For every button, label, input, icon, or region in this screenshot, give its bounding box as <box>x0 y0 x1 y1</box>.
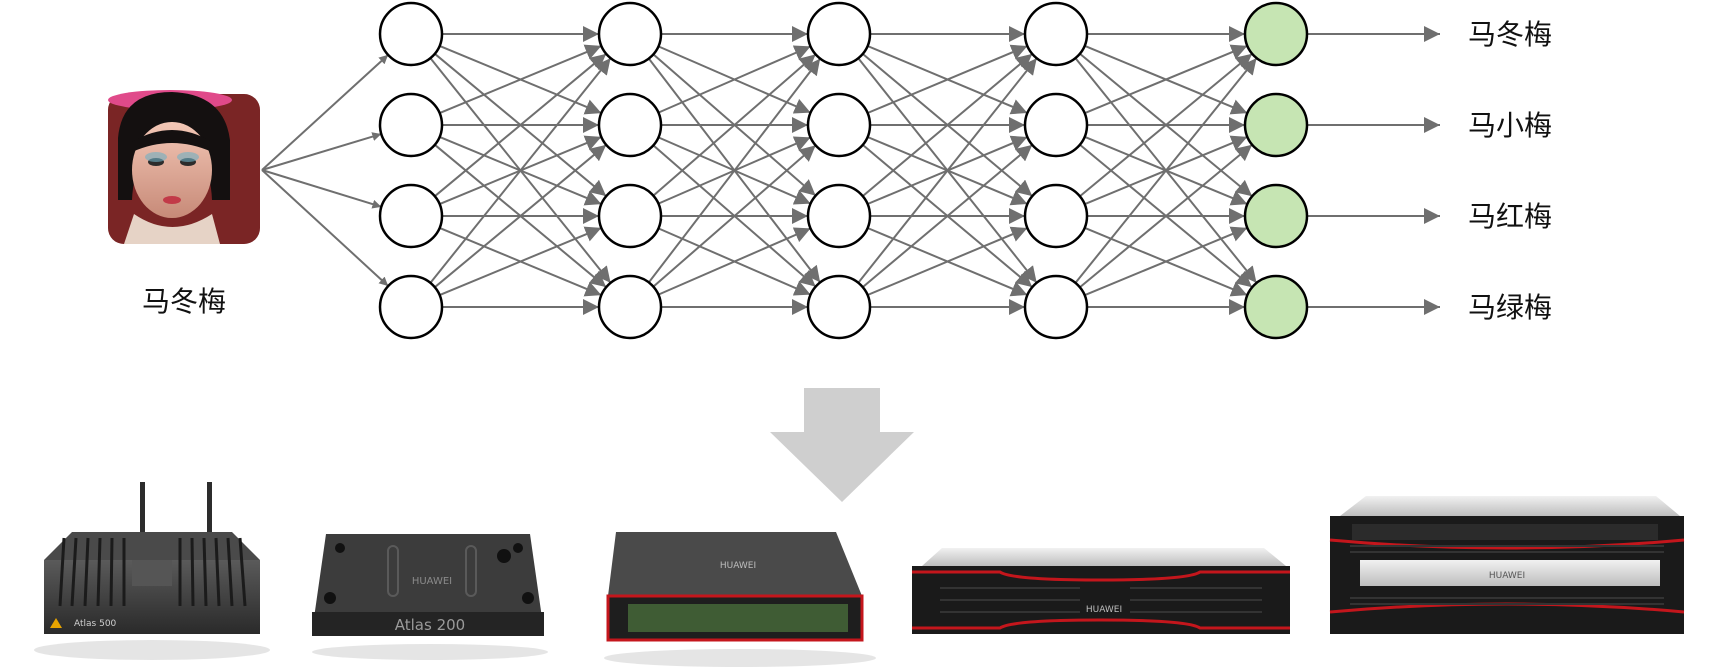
edge-l0-n1-n0 <box>439 44 602 115</box>
network-nodes <box>378 1 1309 340</box>
device-5-brand-text: HUAWEI <box>1489 571 1525 581</box>
device-2-model-text: Atlas 200 <box>395 616 465 634</box>
neuron-l0-3 <box>378 274 444 340</box>
output-label-1: 马小梅 <box>1468 109 1552 142</box>
edge-l1-n3-n2 <box>658 227 811 296</box>
neuron-l2-2 <box>806 183 872 249</box>
edge-l1-n1-n0 <box>658 45 811 114</box>
neuron-l1-0 <box>597 1 663 67</box>
neuron-l0-0 <box>378 1 444 67</box>
edge-station-device-icon: Atlas 500 <box>34 482 270 660</box>
device-4-brand-text: HUAWEI <box>1086 605 1122 615</box>
output-node-2 <box>1243 183 1309 249</box>
device-1-model-text: Atlas 500 <box>74 619 117 629</box>
input-edge-3 <box>261 169 389 287</box>
output-label-3: 马绿梅 <box>1468 291 1552 324</box>
neuron-l3-0 <box>1023 1 1089 67</box>
output-label-0: 马冬梅 <box>1468 18 1552 51</box>
edge-l2-n1-n0 <box>867 44 1028 114</box>
neuron-l0-1 <box>378 92 444 158</box>
edge-l2-n3-n2 <box>867 226 1028 296</box>
network-edges <box>261 26 1440 315</box>
edge-l2-n3-n0 <box>857 57 1038 284</box>
inference-card-device-icon: HUAWEI <box>604 532 876 667</box>
edge-l3-n3-n0 <box>1074 57 1258 284</box>
neuron-l2-3 <box>806 274 872 340</box>
neuron-l3-3 <box>1023 274 1089 340</box>
edge-l0-n3-n0 <box>429 57 612 284</box>
neuron-l1-1 <box>597 92 663 158</box>
neuron-l1-3 <box>597 274 663 340</box>
edge-l0-n2-n0 <box>434 53 607 197</box>
edge-l1-n3-n1 <box>652 144 817 288</box>
edge-l2-n3-n1 <box>862 144 1033 288</box>
edge-l1-n3-n0 <box>648 58 821 283</box>
edge-l0-n3-n2 <box>439 226 602 297</box>
rack-server-2u-device-icon: HUAWEI <box>912 548 1290 634</box>
output-node-0 <box>1243 1 1309 67</box>
neuron-l0-2 <box>378 183 444 249</box>
developer-board-device-icon: HUAWEI Atlas 200 <box>312 534 548 660</box>
input-label: 马冬梅 <box>142 285 226 318</box>
rack-server-4u-device-icon: HUAWEI <box>1329 496 1685 634</box>
edge-l3-n1-n0 <box>1084 44 1248 115</box>
input-edge-0 <box>261 54 389 171</box>
edge-l3-n2-n0 <box>1079 52 1253 198</box>
edge-l3-n3-n1 <box>1079 143 1253 289</box>
neuron-l1-2 <box>597 183 663 249</box>
edge-l2-n2-n0 <box>862 53 1033 197</box>
portrait-photo-icon <box>108 90 260 244</box>
neuron-l3-1 <box>1023 92 1089 158</box>
neuron-l2-1 <box>806 92 872 158</box>
output-node-3 <box>1243 274 1309 340</box>
input-edge-2 <box>261 169 382 209</box>
edge-l1-n2-n0 <box>652 53 817 197</box>
device-2-brand-text: HUAWEI <box>412 576 452 587</box>
output-node-1 <box>1243 92 1309 158</box>
neuron-l2-0 <box>806 1 872 67</box>
device-3-brand-text: HUAWEI <box>720 561 756 571</box>
edge-l0-n3-n1 <box>434 144 607 288</box>
input-edge-1 <box>261 132 382 171</box>
output-label-2: 马红梅 <box>1468 200 1552 233</box>
neuron-l3-2 <box>1023 183 1089 249</box>
edge-l3-n3-n2 <box>1084 226 1248 297</box>
down-arrow-icon <box>770 388 914 502</box>
